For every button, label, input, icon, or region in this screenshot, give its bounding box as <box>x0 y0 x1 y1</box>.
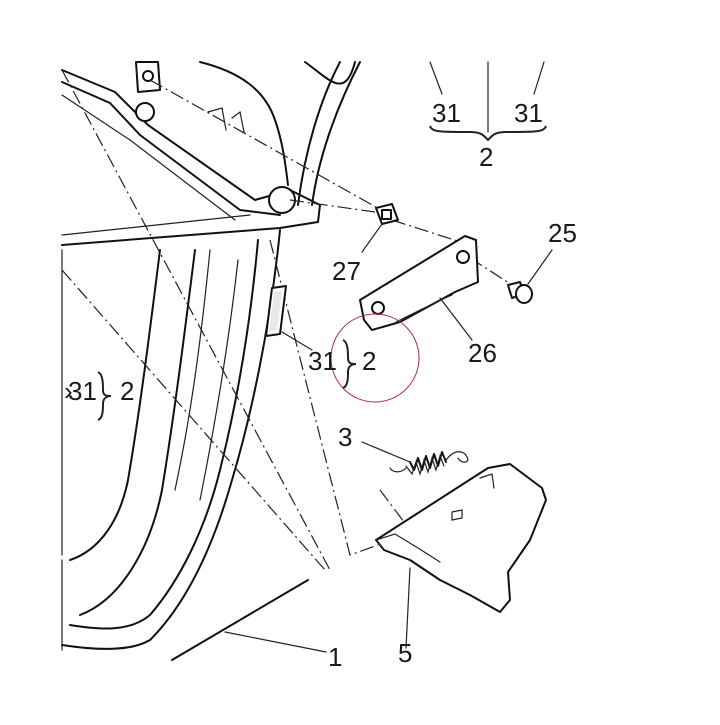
callout-2-top: 2 <box>479 142 493 172</box>
alignment-lines <box>61 69 521 571</box>
callout-3: 3 <box>338 422 352 452</box>
callout-2-mid: 2 <box>362 346 376 376</box>
part-5-footplate: 5 <box>374 463 547 668</box>
callout-31-top-left: 31 <box>432 98 461 128</box>
callout-31-mid: 31 <box>308 346 337 376</box>
brace-left <box>97 371 112 421</box>
callout-25: 25 <box>548 218 577 248</box>
callout-31-top-right: 31 <box>514 98 543 128</box>
part-3-spring: 3 <box>338 422 469 477</box>
callout-2-left: 2 <box>120 376 134 406</box>
left-arrow-glyph: › <box>64 376 73 406</box>
frame-assembly <box>61 61 361 651</box>
top-group-label: 31 31 2 <box>429 61 547 172</box>
brace-mid <box>342 339 357 389</box>
callout-31-left: 31 <box>68 376 97 406</box>
part-31-pad: 31 2 <box>265 285 376 389</box>
callout-27: 27 <box>332 256 361 286</box>
highlight-circle <box>330 313 420 403</box>
callout-26: 26 <box>468 338 497 368</box>
callout-5: 5 <box>398 638 412 668</box>
callout-1: 1 <box>328 642 342 672</box>
brace-top <box>429 125 547 142</box>
part-27-clip: 27 <box>332 203 399 286</box>
part-1-rod: 1 <box>171 579 342 672</box>
left-group-label: › 31 2 <box>64 371 134 421</box>
part-25-screw: 25 <box>507 218 577 304</box>
part-26-plate: 26 <box>359 235 497 368</box>
